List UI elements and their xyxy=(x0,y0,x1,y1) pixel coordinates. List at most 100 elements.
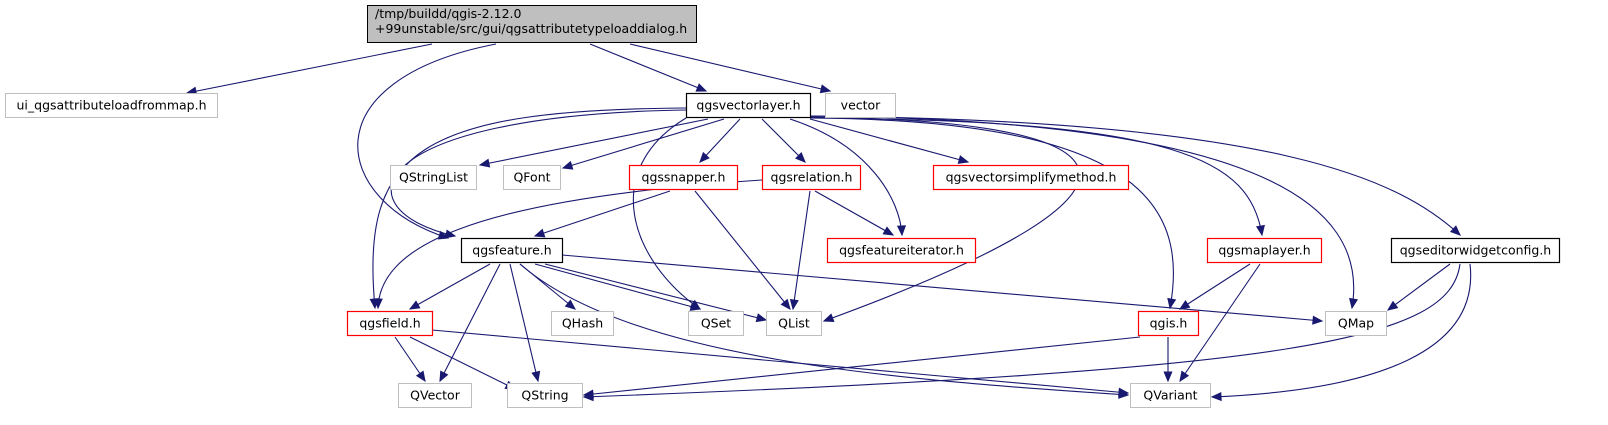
edge-field-to-qvariant xyxy=(431,329,1130,397)
node-label: QMap xyxy=(1338,316,1374,331)
edge-line xyxy=(372,107,687,309)
edge-line xyxy=(632,117,701,310)
node-qlist: QList xyxy=(766,311,822,336)
edge-root-to-vector xyxy=(629,43,832,94)
node-box xyxy=(1130,383,1211,408)
edge-vectorlayer-to-snapper xyxy=(699,118,741,163)
node-label: qgsvectorsimplifymethod.h xyxy=(946,170,1117,185)
arrow-head xyxy=(439,370,449,383)
node-box xyxy=(1206,237,1323,264)
arrow-head xyxy=(478,158,491,168)
node-relation[interactable]: qgsrelation.h xyxy=(761,164,862,191)
edge-feature-to-qvector xyxy=(439,263,501,383)
node-qstring: QString xyxy=(507,383,583,408)
arrow-head xyxy=(795,152,806,163)
node-box xyxy=(761,164,862,191)
edge-line xyxy=(519,263,1129,396)
edge-line xyxy=(561,254,1323,322)
node-maplayer[interactable]: qgsmaplayer.h xyxy=(1206,237,1323,264)
node-label: qgsfield.h xyxy=(359,316,420,331)
node-qstringlist: QStringList xyxy=(390,165,477,190)
edge-line xyxy=(1179,263,1251,310)
arrow-head xyxy=(689,302,702,311)
node-box xyxy=(5,93,218,118)
arrow-head xyxy=(822,313,835,323)
edge-vectorlayer-to-qmap xyxy=(809,115,1359,310)
node-label: qgseditorwidgetconfig.h xyxy=(1400,243,1551,258)
edge-vectorlayer-to-qfont xyxy=(561,118,725,170)
arrow-head xyxy=(1167,297,1177,310)
node-box xyxy=(503,165,561,190)
node-label: qgis.h xyxy=(1150,316,1188,331)
arrow-head xyxy=(1449,225,1461,236)
edge-line xyxy=(479,118,709,166)
node-snapper[interactable]: qgssnapper.h xyxy=(628,164,739,191)
node-label: QSet xyxy=(701,316,731,331)
edge-root-to-vectorlayer xyxy=(589,43,708,92)
edge-snapper-to-feature xyxy=(533,190,671,238)
node-label: ui_qgsattributeloadfrommap.h xyxy=(16,98,206,113)
edge-line xyxy=(809,117,1263,236)
node-qgis[interactable]: qgis.h xyxy=(1137,310,1200,337)
edge-relation-to-featureiterator xyxy=(814,190,895,236)
edge-line xyxy=(809,116,1080,322)
edge-line xyxy=(583,336,1141,396)
edge-line xyxy=(1211,263,1472,398)
edge-vectorlayer-to-qlist xyxy=(809,116,1080,323)
node-label: /tmp/buildd/qgis-2.12.0 xyxy=(375,6,521,21)
edge-line xyxy=(809,117,1174,309)
edge-feature-to-field xyxy=(408,263,491,310)
node-field[interactable]: qgsfield.h xyxy=(346,310,434,337)
edge-editorwidget-to-qstring xyxy=(582,263,1461,402)
node-label: qgsrelation.h xyxy=(771,170,853,185)
edge-vectorlayer-to-editorwidget xyxy=(809,115,1461,236)
node-editorwidget[interactable]: qgseditorwidgetconfig.h xyxy=(1390,237,1561,264)
edge-line xyxy=(814,190,894,236)
edge-line xyxy=(761,118,806,163)
edge-root-to-ui_loadfrommap xyxy=(185,43,433,96)
edge-line xyxy=(789,118,903,236)
arrow-head xyxy=(1163,371,1173,383)
arrow-head xyxy=(1210,392,1222,402)
node-box xyxy=(1390,237,1561,264)
node-label: QHash xyxy=(562,316,603,331)
arrow-head xyxy=(755,313,768,323)
edge-qgis-to-qstring xyxy=(582,336,1141,399)
node-qvariant: QVariant xyxy=(1130,383,1211,408)
node-featureiterator[interactable]: qgsfeatureiterator.h xyxy=(826,237,977,264)
arrow-head xyxy=(564,299,577,310)
node-label: QFont xyxy=(513,170,550,185)
edge-field-to-qstring xyxy=(409,336,517,390)
edge-vectorlayer-to-featureiterator xyxy=(789,118,907,237)
node-root[interactable]: /tmp/buildd/qgis-2.12.0+99unstable/src/g… xyxy=(367,5,697,43)
arrow-head xyxy=(780,298,791,310)
arrow-head xyxy=(882,226,895,236)
arrow-head xyxy=(789,299,799,311)
node-simplify[interactable]: qgsvectorsimplifymethod.h xyxy=(932,164,1130,191)
edge-line xyxy=(534,263,701,310)
edge-line xyxy=(562,118,725,169)
edge-line xyxy=(509,263,539,382)
edge-editorwidget-to-qvariant xyxy=(1210,263,1472,402)
node-box xyxy=(932,164,1130,191)
arrow-head xyxy=(1386,300,1399,311)
edge-vectorlayer-to-simplify xyxy=(809,118,970,164)
node-box xyxy=(766,311,822,336)
edges-layer xyxy=(185,43,1472,402)
arrow-head xyxy=(533,228,546,238)
node-vectorlayer[interactable]: qgsvectorlayer.h xyxy=(685,92,812,119)
node-box xyxy=(398,383,472,408)
edge-line xyxy=(544,263,767,321)
edge-editorwidget-to-qmap xyxy=(1386,263,1451,311)
edge-snapper-to-qlist xyxy=(694,190,791,310)
node-box xyxy=(1325,311,1387,336)
node-feature[interactable]: qgsfeature.h xyxy=(460,237,564,264)
edge-qgis-to-qvariant xyxy=(1163,337,1173,383)
arrow-head xyxy=(957,155,970,164)
edge-vectorlayer-to-relation xyxy=(761,118,806,163)
nodes-layer: /tmp/buildd/qgis-2.12.0+99unstable/src/g… xyxy=(5,5,1561,408)
edge-vectorlayer-to-qgis xyxy=(809,117,1177,310)
edge-line xyxy=(589,43,707,92)
edge-vectorlayer-to-field xyxy=(369,107,687,310)
edge-line xyxy=(409,336,516,390)
